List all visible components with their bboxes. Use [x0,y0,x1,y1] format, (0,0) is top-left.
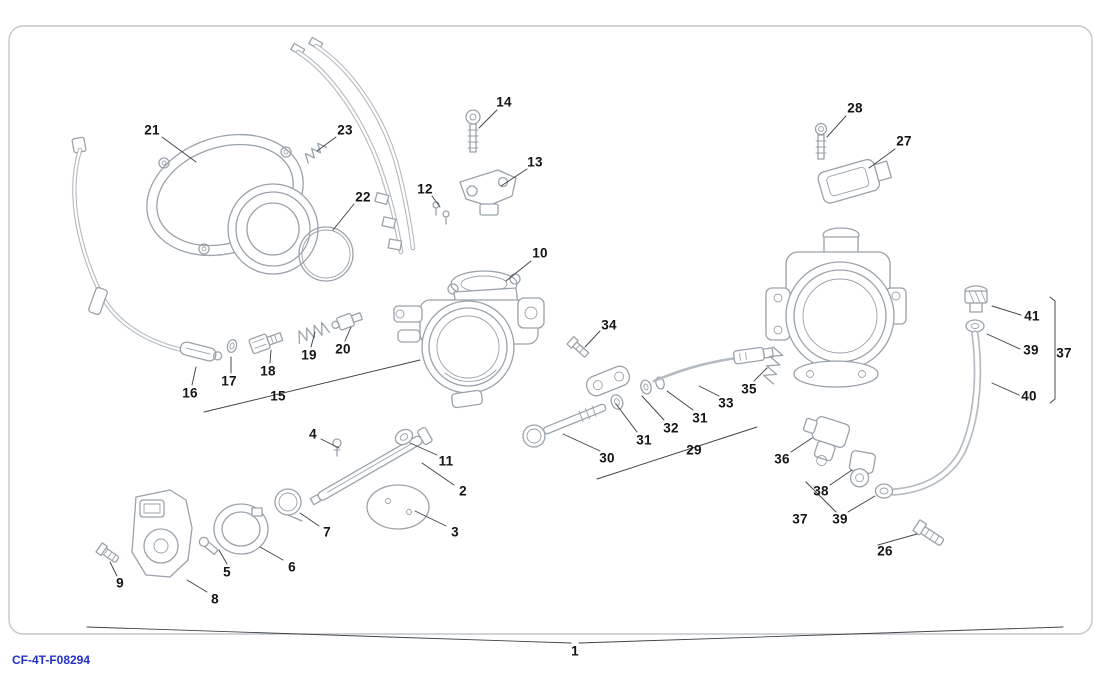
leader-line [478,109,498,129]
leader-line [332,203,355,231]
leader-line [584,330,601,348]
leader-line [203,359,421,413]
leader-line [805,481,837,513]
leader-line [320,438,340,449]
leader-line [698,385,720,397]
leader-line [86,626,572,644]
leader-line [505,260,532,282]
leader-line [790,437,813,453]
leader-line [829,469,853,486]
fuel-hose-parts-drawing [802,285,988,546]
sensor-bracket-drawing [432,109,517,225]
leader-line [316,136,337,152]
leader-line [161,136,197,163]
throttle-shaft-drawing [274,426,433,530]
leader-line [500,168,528,187]
side-cover-drawing [95,489,269,578]
carburetor-body-drawing [393,270,545,409]
leader-line [986,333,1021,350]
cable-adjuster-parts-drawing [179,312,363,362]
diagram-code: CF-4T-F08294 [12,653,91,667]
leader-line [562,433,601,452]
fuel-tubes-drawing [290,36,416,255]
leader-line [344,326,352,342]
leader-line [615,403,638,433]
leader-line [186,579,208,593]
leader-line [847,495,876,513]
leader-line [641,395,665,421]
leader-line [753,367,768,382]
diagram-border [8,25,1093,635]
leader-line [310,331,316,348]
leader-line [431,195,441,208]
leader-line [666,390,694,411]
leader-line [991,305,1022,316]
leader-line [826,115,847,138]
leader-line [596,426,758,480]
throttle-cable-drawing [71,136,185,353]
leader-line [259,546,284,561]
leader-line [991,382,1020,396]
leader-line [421,462,455,486]
leader-line [877,533,918,546]
leader-line [218,549,228,565]
leader-line [109,561,118,577]
air-filter-cover-drawing [146,133,354,282]
leader-line [191,366,197,386]
leader-line [578,626,1064,644]
leader-lines [86,109,1064,644]
leader-line [299,512,320,527]
leader-line [1049,296,1056,302]
leader-line [414,510,447,527]
leader-line [1049,398,1056,404]
leader-line [868,148,896,169]
leader-line [269,349,272,364]
leader-line [409,442,438,456]
right-throttle-body-drawing [765,122,907,388]
spring-23-drawing [304,142,328,164]
o-ring-22-drawing [298,226,354,282]
